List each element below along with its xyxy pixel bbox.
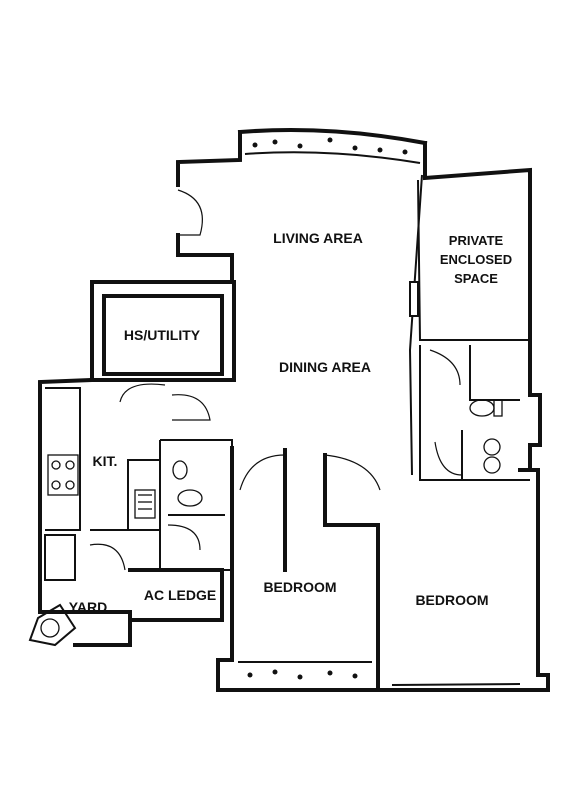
plant-icon xyxy=(297,143,303,149)
bedroom2-window xyxy=(391,683,521,686)
basin-icon xyxy=(483,456,501,474)
wall-kitchen-left xyxy=(38,377,95,614)
bedroom1-door-swing xyxy=(239,454,286,491)
label-yard: YARD xyxy=(69,599,107,615)
plant-icon xyxy=(352,145,358,151)
yard-bay-circle xyxy=(40,618,60,638)
kitchen-counter xyxy=(45,387,81,531)
label-pes-line3: SPACE xyxy=(454,271,498,286)
balcony-planter-inner xyxy=(244,151,421,164)
hs-utility-outer xyxy=(90,280,236,382)
toilet-icon xyxy=(177,489,203,507)
yard-washer xyxy=(44,534,76,581)
wall-pes-bottom xyxy=(417,179,530,341)
wall-yard xyxy=(53,610,132,647)
plant-icon xyxy=(327,670,333,676)
wall-bedroom2 xyxy=(380,468,550,692)
wall-top-left xyxy=(176,130,242,187)
plant-icon xyxy=(247,672,253,678)
plant-icon xyxy=(297,674,303,680)
interior-walls xyxy=(44,174,530,692)
planters xyxy=(247,137,408,680)
plant-icon xyxy=(377,147,383,153)
burner-icon xyxy=(65,480,75,490)
label-ac-ledge: AC LEDGE xyxy=(144,587,216,603)
kitchen-door-swing xyxy=(119,383,166,403)
plant-icon xyxy=(252,142,258,148)
hs-utility-inner xyxy=(102,294,224,376)
main-door-swing xyxy=(177,189,203,236)
bedroom2-door-swing xyxy=(324,454,381,491)
shower-door-swing xyxy=(434,441,463,476)
wall-top-right xyxy=(423,141,532,342)
label-bedroom-1: BEDROOM xyxy=(263,579,336,595)
wall-bath xyxy=(419,345,530,481)
yard-door-swing xyxy=(89,543,126,571)
plant-icon xyxy=(272,669,278,675)
burner-icon xyxy=(65,460,75,470)
wall-bedroom1 xyxy=(216,446,384,692)
burner-icon xyxy=(51,460,61,470)
yard-bay xyxy=(28,603,77,647)
wall-corridor-right xyxy=(323,453,380,692)
doors xyxy=(89,189,463,571)
kitchen-sink xyxy=(134,489,156,519)
bath2-door-swing xyxy=(167,524,201,551)
label-dining-area: DINING AREA xyxy=(279,359,371,375)
wall-bath2 xyxy=(160,439,233,570)
label-kitchen: KIT. xyxy=(93,453,118,469)
plant-icon xyxy=(272,139,278,145)
plant-icon xyxy=(327,137,333,143)
plant-icon xyxy=(402,149,408,155)
wall-bath-inner xyxy=(469,345,520,401)
label-living-area: LIVING AREA xyxy=(273,230,363,246)
plant-icon xyxy=(352,673,358,679)
toilet-tank xyxy=(493,399,503,417)
fixtures xyxy=(28,399,503,647)
balcony-planter-top xyxy=(237,128,428,146)
toilet-icon xyxy=(469,399,495,417)
exterior-walls xyxy=(38,128,550,692)
utility-door-swing xyxy=(171,394,211,421)
bath-door-swing xyxy=(429,349,461,386)
wall-entrance xyxy=(176,233,234,282)
stove xyxy=(47,454,79,496)
label-hs-utility: HS/UTILITY xyxy=(124,327,201,343)
basin-icon xyxy=(483,438,501,456)
label-pes-line1: PRIVATE xyxy=(449,233,504,248)
wall-right xyxy=(528,338,542,472)
burner-icon xyxy=(51,480,61,490)
pes-window xyxy=(409,281,419,317)
basin-icon xyxy=(172,460,188,480)
room-labels: LIVING AREA DINING AREA PRIVATE ENCLOSED… xyxy=(69,230,512,615)
label-pes-line2: ENCLOSED xyxy=(440,252,512,267)
label-bedroom-2: BEDROOM xyxy=(415,592,488,608)
